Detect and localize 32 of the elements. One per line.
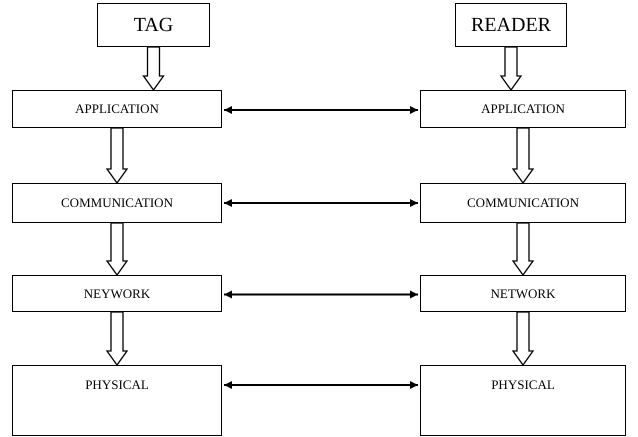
layer-box xyxy=(12,183,222,223)
double-arrow xyxy=(224,106,418,114)
layer-label: TAG xyxy=(134,14,174,36)
layer-label: COMMUNICATION xyxy=(467,195,579,211)
device-box xyxy=(455,3,567,47)
hollow-arrow xyxy=(106,311,128,366)
layer-box xyxy=(12,365,222,436)
layer-label: COMMUNICATION xyxy=(61,195,173,211)
device-box xyxy=(97,3,210,47)
double-arrow xyxy=(224,381,418,389)
layer-label: READER xyxy=(471,14,551,36)
layer-label: PHYSICAL xyxy=(491,377,555,393)
layer-box xyxy=(12,275,222,312)
layer-box xyxy=(420,275,626,312)
double-arrow xyxy=(224,290,418,298)
layer-label: APPLICATION xyxy=(481,101,565,117)
hollow-arrow xyxy=(106,127,128,184)
layer-label: NEYWORK xyxy=(84,286,150,302)
layer-box xyxy=(420,365,626,436)
layer-box xyxy=(420,183,626,223)
double-arrow xyxy=(224,199,418,207)
layer-label: NETWORK xyxy=(490,286,556,302)
layer-label: PHYSICAL xyxy=(85,377,149,393)
hollow-arrow xyxy=(512,311,534,366)
hollow-arrow xyxy=(142,46,165,92)
hollow-arrow xyxy=(512,127,534,184)
hollow-arrow xyxy=(500,46,522,92)
layer-label: APPLICATION xyxy=(75,101,159,117)
layer-box xyxy=(12,90,222,128)
hollow-arrow xyxy=(106,222,128,276)
hollow-arrow xyxy=(512,222,534,276)
layer-box xyxy=(420,90,626,128)
